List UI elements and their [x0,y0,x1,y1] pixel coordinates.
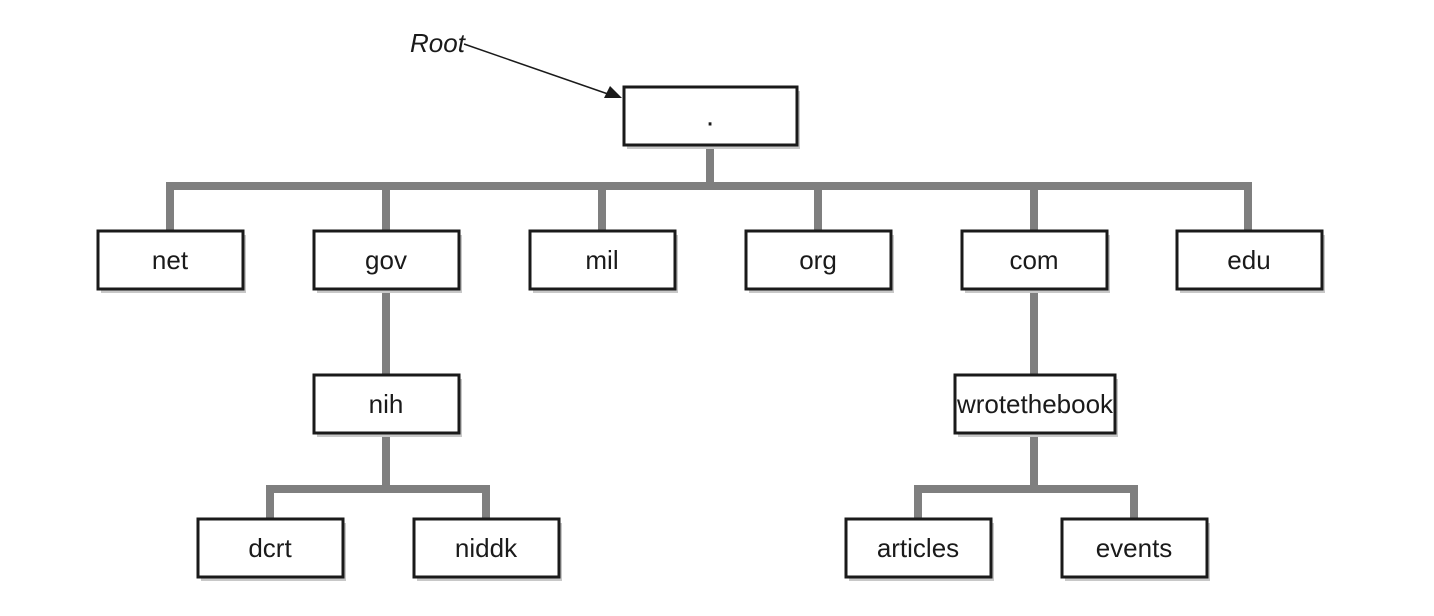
node-nih: nih [312,373,462,437]
node-net-box [96,229,245,291]
node-net: net [96,229,246,293]
root-caption: Root [410,28,467,58]
node-wrotethebook-box [953,373,1117,435]
node-articles: articles [844,517,994,581]
node-dcrt-box [196,517,345,579]
node-gov-label: gov [365,245,407,275]
node-events: events [1060,517,1210,581]
node-org-label: org [799,245,837,275]
node-mil-label: mil [585,245,618,275]
node-mil-box [528,229,677,291]
node-wrotethebook: wrotethebook [953,373,1118,437]
node-articles-box [844,517,993,579]
node-edu: edu [1175,229,1325,293]
node-niddk-box [412,517,561,579]
node-wrotethebook-label: wrotethebook [956,389,1114,419]
node-com-label: com [1009,245,1058,275]
connectors-gov-branch [266,289,490,519]
node-nih-box [312,373,461,435]
node-niddk: niddk [412,517,562,581]
node-dcrt-label: dcrt [248,533,292,563]
node-gov: gov [312,229,462,293]
node-niddk-label: niddk [455,533,518,563]
node-root-box [622,85,799,147]
node-edu-label: edu [1227,245,1270,275]
connectors-root-level [166,145,1252,231]
node-net-label: net [152,245,189,275]
node-articles-label: articles [877,533,959,563]
node-events-label: events [1096,533,1173,563]
node-com-box [960,229,1109,291]
node-events-box [1060,517,1209,579]
node-mil: mil [528,229,678,293]
node-gov-box [312,229,461,291]
root-arrow-head [604,86,622,98]
node-com: com [960,229,1110,293]
node-root: . [622,85,800,149]
root-arrow [463,43,609,95]
node-org-box [744,229,893,291]
connectors-com-branch [914,289,1138,519]
node-edu-box [1175,229,1324,291]
node-dcrt: dcrt [196,517,346,581]
node-root-label: . [706,100,714,133]
node-nih-label: nih [369,389,404,419]
node-org: org [744,229,894,293]
